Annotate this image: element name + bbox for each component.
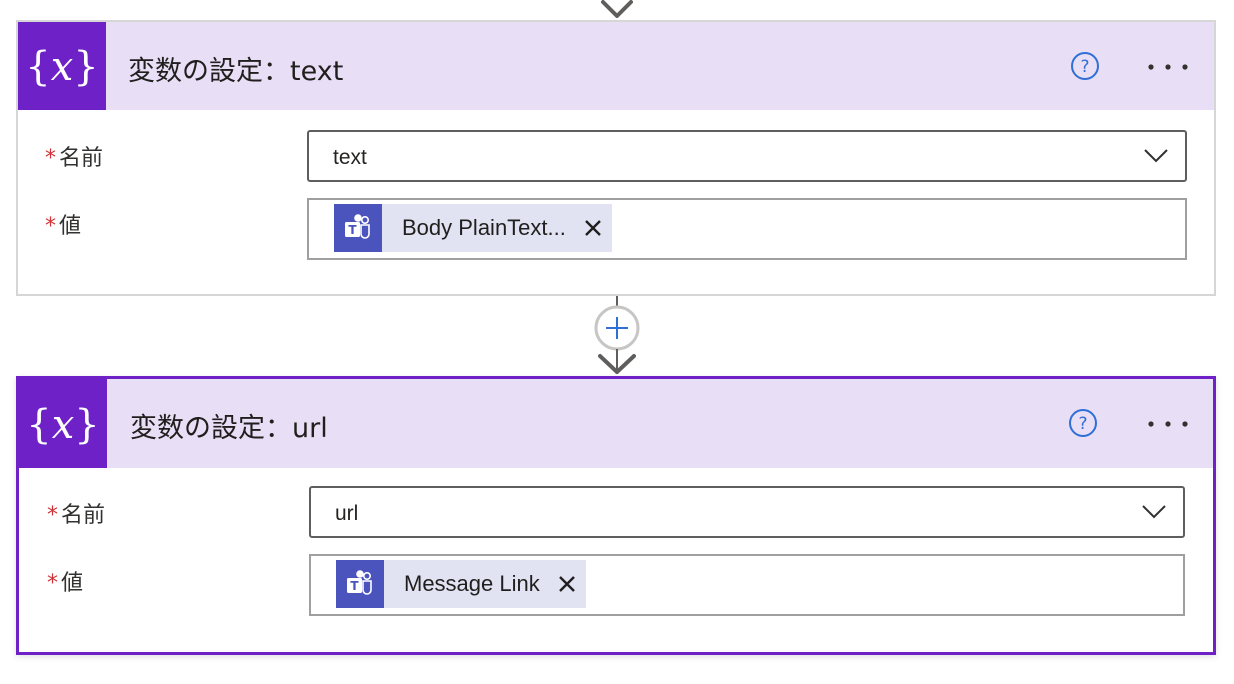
value-input[interactable]: T Body PlainText... (307, 198, 1187, 260)
required-asterisk: * (47, 503, 58, 528)
name-dropdown-value: url (335, 502, 359, 525)
card-header[interactable]: {𝑥} 変数の設定：text ? (18, 22, 1214, 110)
token-label: Body PlainText... (402, 215, 566, 240)
ellipsis-icon[interactable] (1146, 419, 1190, 429)
name-dropdown[interactable]: url (309, 486, 1185, 538)
teams-icon: T (334, 204, 382, 252)
token-label: Message Link (404, 571, 540, 596)
svg-text:{𝑥}: {𝑥} (25, 44, 98, 90)
variable-icon: {𝑥} (19, 379, 107, 468)
name-field-label: *名前 (45, 146, 104, 171)
dynamic-content-token[interactable]: T Message Link (336, 560, 586, 608)
card-title: 変数の設定：url (130, 413, 328, 444)
chevron-down-icon (1142, 505, 1166, 519)
name-field-label: *名前 (47, 503, 106, 528)
dynamic-content-token[interactable]: T Body PlainText... (334, 204, 612, 252)
flow-arrow-icon (601, 0, 633, 18)
close-icon[interactable] (584, 219, 602, 237)
name-dropdown[interactable]: text (307, 130, 1187, 182)
close-icon[interactable] (558, 575, 576, 593)
value-field-label: *値 (47, 571, 84, 596)
variable-icon: {𝑥} (18, 22, 106, 110)
svg-text:T: T (348, 223, 357, 237)
svg-text:{𝑥}: {𝑥} (26, 402, 99, 448)
required-asterisk: * (47, 571, 58, 596)
required-asterisk: * (45, 146, 56, 171)
chevron-down-icon (1144, 149, 1168, 163)
teams-icon: T (336, 560, 384, 608)
name-dropdown-value: text (333, 146, 367, 169)
value-input[interactable]: T Message Link (309, 554, 1185, 616)
svg-text:?: ? (1080, 57, 1089, 77)
required-asterisk: * (45, 214, 56, 239)
add-step-button[interactable] (594, 305, 640, 351)
action-card-set-variable-url[interactable]: {𝑥} 変数の設定：url ? *名前 url *値 (16, 376, 1216, 655)
help-circle-icon[interactable]: ? (1068, 408, 1098, 438)
help-circle-icon[interactable]: ? (1070, 51, 1100, 81)
card-header[interactable]: {𝑥} 変数の設定：url ? (19, 379, 1213, 468)
svg-text:T: T (350, 579, 359, 593)
action-card-set-variable-text[interactable]: {𝑥} 変数の設定：text ? *名前 text *値 (16, 20, 1216, 296)
ellipsis-icon[interactable] (1146, 62, 1190, 72)
card-title: 変数の設定：text (128, 56, 344, 87)
insert-step-connector (594, 296, 640, 374)
svg-text:?: ? (1078, 414, 1087, 434)
value-field-label: *値 (45, 214, 82, 239)
